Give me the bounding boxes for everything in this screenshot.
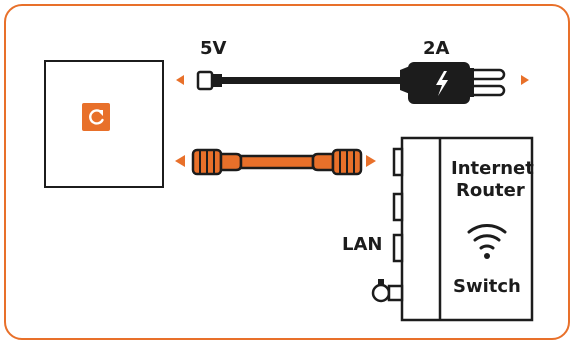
router-title-line1: Internet	[451, 158, 534, 179]
power-arrow-left	[176, 75, 184, 85]
current-label: 2A	[423, 38, 450, 59]
ethernet-cable	[191, 148, 363, 176]
router-title-line2: Router	[456, 180, 525, 201]
dc-barrel-port	[371, 279, 404, 303]
power-cycle-icon	[82, 103, 110, 131]
wifi-icon	[467, 224, 507, 259]
lan-label: LAN	[342, 234, 383, 255]
diagram-frame	[4, 4, 570, 340]
voltage-label: 5V	[200, 38, 227, 59]
switch-label: Switch	[453, 276, 521, 297]
router	[371, 136, 534, 322]
power-arrow-right	[521, 75, 529, 85]
router-port-1	[392, 147, 404, 177]
usb-power-cable	[196, 70, 404, 91]
wall-plug	[400, 62, 506, 104]
lan-arrow-right	[366, 155, 376, 167]
lightning-bolt-icon	[436, 71, 448, 96]
router-port-lan	[392, 233, 404, 263]
device-box	[44, 60, 164, 188]
lan-arrow-left	[175, 155, 185, 167]
router-port-2	[392, 192, 404, 222]
